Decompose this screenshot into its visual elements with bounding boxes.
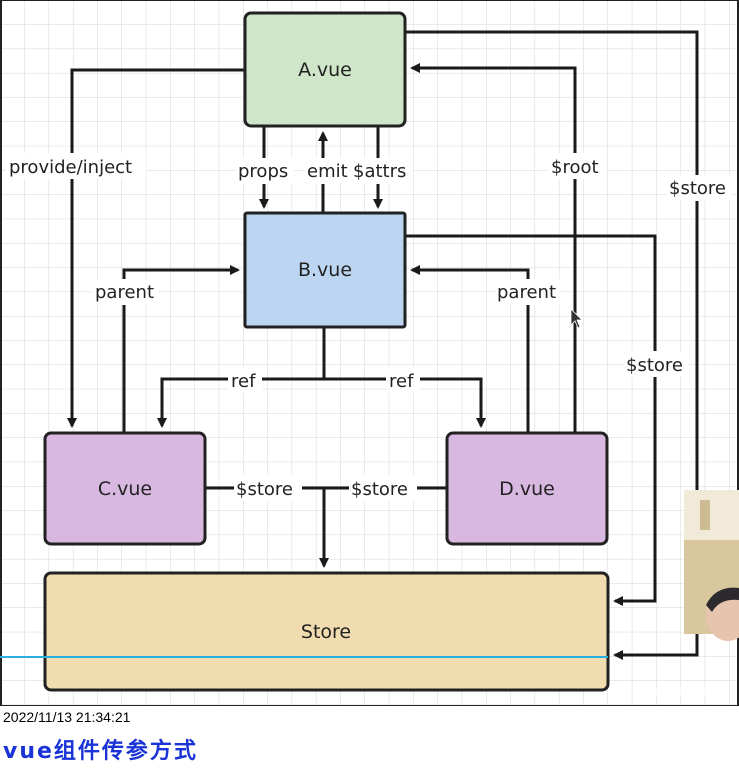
node-store-box <box>43 571 610 692</box>
edge-ref-d <box>324 377 486 428</box>
presenter-video-overlay <box>684 490 739 641</box>
label-bg-attrs <box>351 158 413 184</box>
label-bg-store-b <box>624 351 688 377</box>
mouse-cursor-icon <box>570 308 583 329</box>
node-a-label: A.vue <box>298 59 352 81</box>
caption-title: vue组件传参方式 <box>3 739 198 764</box>
edge-label-ref-c: ref <box>231 371 256 392</box>
node-d-box <box>445 431 609 546</box>
label-bg-provide <box>6 153 146 179</box>
edge-root <box>410 63 577 433</box>
node-b-label: B.vue <box>298 259 352 281</box>
label-bg-props <box>236 158 294 184</box>
node-store-label: Store <box>301 621 351 643</box>
diagram-canvas: A.vue B.vue C.vue D.vue Store provide/in… <box>0 0 739 706</box>
edge-parent-c <box>122 265 240 433</box>
label-bg-parent-c <box>92 279 158 305</box>
edge-label-ref-d: ref <box>389 371 414 392</box>
caption-timestamp: 2022/11/13 21:34:21 <box>3 709 131 725</box>
label-bg-store-c <box>234 475 302 501</box>
edge-label-parent-c: parent <box>95 282 154 303</box>
edge-label-store-d: $store <box>351 479 408 500</box>
node-c-label: C.vue <box>98 478 152 500</box>
label-bg-store-d <box>349 475 417 501</box>
edge-label-root: $root <box>551 157 599 178</box>
label-bg-ref-c <box>228 367 262 393</box>
edge-label-attrs: $attrs <box>353 161 406 182</box>
edge-store-a <box>405 30 699 660</box>
node-a-box <box>243 11 407 128</box>
label-bg-root <box>548 153 606 179</box>
label-bg-emit <box>305 158 349 184</box>
edge-label-emit: emit <box>307 161 348 182</box>
node-c-box <box>43 431 207 546</box>
diagram-svg: A.vue B.vue C.vue D.vue Store provide/in… <box>0 0 739 706</box>
node-b-box <box>243 211 407 329</box>
label-bg-parent-d <box>495 279 561 305</box>
label-bg-ref-d <box>386 367 420 393</box>
label-bg-store-a <box>667 175 731 201</box>
edge-ref-c <box>157 377 324 428</box>
edge-label-store-a: $store <box>669 178 726 199</box>
frame-border <box>0 0 739 706</box>
edge-label-store-b: $store <box>626 355 683 376</box>
edge-provide-inject <box>67 68 245 428</box>
node-d-label: D.vue <box>499 478 555 500</box>
edge-parent-d <box>410 265 530 433</box>
edge-label-props: props <box>238 161 288 182</box>
edge-store-b <box>405 234 657 606</box>
video-quality-watermark: 1080P 高清 <box>645 684 727 701</box>
edge-label-store-c: $store <box>236 479 293 500</box>
edge-label-parent-d: parent <box>497 282 556 303</box>
edge-label-provide-inject: provide/inject <box>9 157 132 178</box>
